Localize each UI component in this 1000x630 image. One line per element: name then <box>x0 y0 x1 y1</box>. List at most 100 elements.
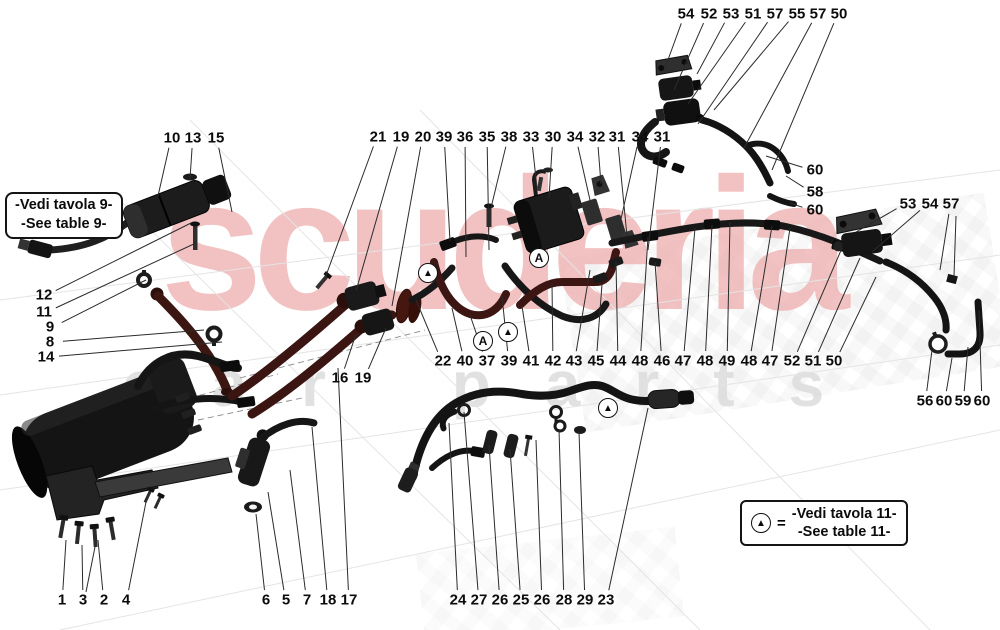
leader-line <box>978 309 983 392</box>
part-number-label: 57 <box>766 5 784 23</box>
leader-line <box>953 215 957 277</box>
leader-line <box>97 539 104 591</box>
leader-line <box>558 428 565 591</box>
leader-line <box>654 261 662 352</box>
part-number-label: 24 <box>449 591 467 609</box>
part-number-label: 43 <box>565 352 583 370</box>
part-number-label: 54 <box>921 195 939 213</box>
part-number-label: 39 <box>435 128 453 146</box>
leader-line <box>705 224 713 352</box>
hose-clamp <box>136 270 152 288</box>
leader-line <box>785 175 804 188</box>
part-number-label: 36 <box>456 128 474 146</box>
part-number-label: 51 <box>804 352 822 370</box>
leader-line <box>289 469 306 591</box>
part-number-label: 35 <box>478 128 496 146</box>
leader-lines <box>55 21 983 593</box>
part-number-label: 11 <box>36 303 52 321</box>
leader-line <box>817 257 861 353</box>
leader-line <box>664 23 682 69</box>
leader-line <box>683 227 696 352</box>
leader-line <box>55 222 192 292</box>
part-number-label: 41 <box>522 352 540 370</box>
part-number-label: 10 <box>163 129 181 147</box>
part-number-label: 47 <box>674 352 692 370</box>
leader-line <box>81 544 84 591</box>
leader-line <box>355 146 398 292</box>
leader-line <box>128 501 147 591</box>
leader-line <box>157 147 170 197</box>
leader-line <box>535 439 543 591</box>
leader-line <box>444 146 451 242</box>
part-number-label: 1 <box>57 591 67 609</box>
part-number-label: 37 <box>478 352 496 370</box>
leader-line <box>608 407 649 591</box>
circled-a-marker: A <box>473 331 493 351</box>
clamp-ring <box>928 334 948 354</box>
leader-line <box>789 202 803 208</box>
part-number-label: 60 <box>935 392 953 410</box>
part-number-label: 57 <box>809 5 827 23</box>
part-number-label: 53 <box>722 5 740 23</box>
part-number-label: 6 <box>261 591 271 609</box>
part-number-label: 16 <box>331 369 349 387</box>
circled-triangle-marker: ▲ <box>598 398 618 418</box>
leader-line <box>488 444 500 591</box>
part-number-label: 12 <box>35 286 53 304</box>
leader-line <box>871 209 921 253</box>
leader-line <box>58 341 223 357</box>
leader-line <box>945 357 953 392</box>
leader-line <box>796 247 843 353</box>
leader-line <box>577 146 593 210</box>
leader-line <box>713 21 789 111</box>
leader-line <box>743 22 813 149</box>
leader-line <box>615 261 619 352</box>
leader-line <box>855 208 897 233</box>
leader-line <box>575 269 591 352</box>
leader-line <box>771 22 835 171</box>
part-number-label: 47 <box>761 352 779 370</box>
leader-line <box>596 283 603 352</box>
leader-line <box>578 431 586 591</box>
leader-line <box>839 276 877 353</box>
part-number-label: 13 <box>184 129 202 147</box>
part-number-label: 26 <box>491 591 509 609</box>
vapour-separator-box <box>484 167 639 254</box>
part-number-label: 20 <box>414 128 432 146</box>
part-number-label: 45 <box>587 352 605 370</box>
part-number-label: 31 <box>653 128 671 146</box>
part-number-label: 34 <box>566 128 584 146</box>
part-number-label: 49 <box>718 352 736 370</box>
leader-line <box>551 282 554 352</box>
legend-line2: -See table 11- <box>797 524 891 541</box>
part-number-label: 51 <box>744 5 762 23</box>
leader-line <box>617 146 628 237</box>
legend-triangle-marker: ▲ <box>751 513 771 534</box>
bolt <box>190 221 200 250</box>
leader-line <box>448 422 458 591</box>
part-number-label: 48 <box>696 352 714 370</box>
ref9-line1: -Vedi tavola 9- <box>15 197 113 213</box>
leader-line <box>85 546 96 593</box>
part-number-label: 52 <box>783 352 801 370</box>
leader-line <box>618 146 638 229</box>
leader-line <box>750 225 773 352</box>
part-number-label: 8 <box>45 333 55 351</box>
part-number-label: 46 <box>653 352 671 370</box>
leader-line <box>726 221 731 352</box>
leader-line <box>218 147 233 213</box>
leader-line <box>696 22 726 75</box>
hose-network-middle <box>430 218 884 323</box>
part-number-label: 50 <box>825 352 843 370</box>
leader-line <box>673 22 705 91</box>
part-number-label: 50 <box>830 5 848 23</box>
leader-line <box>343 333 357 369</box>
part-number-label: 59 <box>954 392 972 410</box>
legend-line1: -Vedi tavola 11- <box>791 506 897 522</box>
leader-line <box>687 21 746 105</box>
part-number-label: 60 <box>806 161 824 179</box>
part-number-label: 17 <box>340 591 358 609</box>
part-number-label: 31 <box>608 128 626 146</box>
part-number-label: 3 <box>78 591 88 609</box>
